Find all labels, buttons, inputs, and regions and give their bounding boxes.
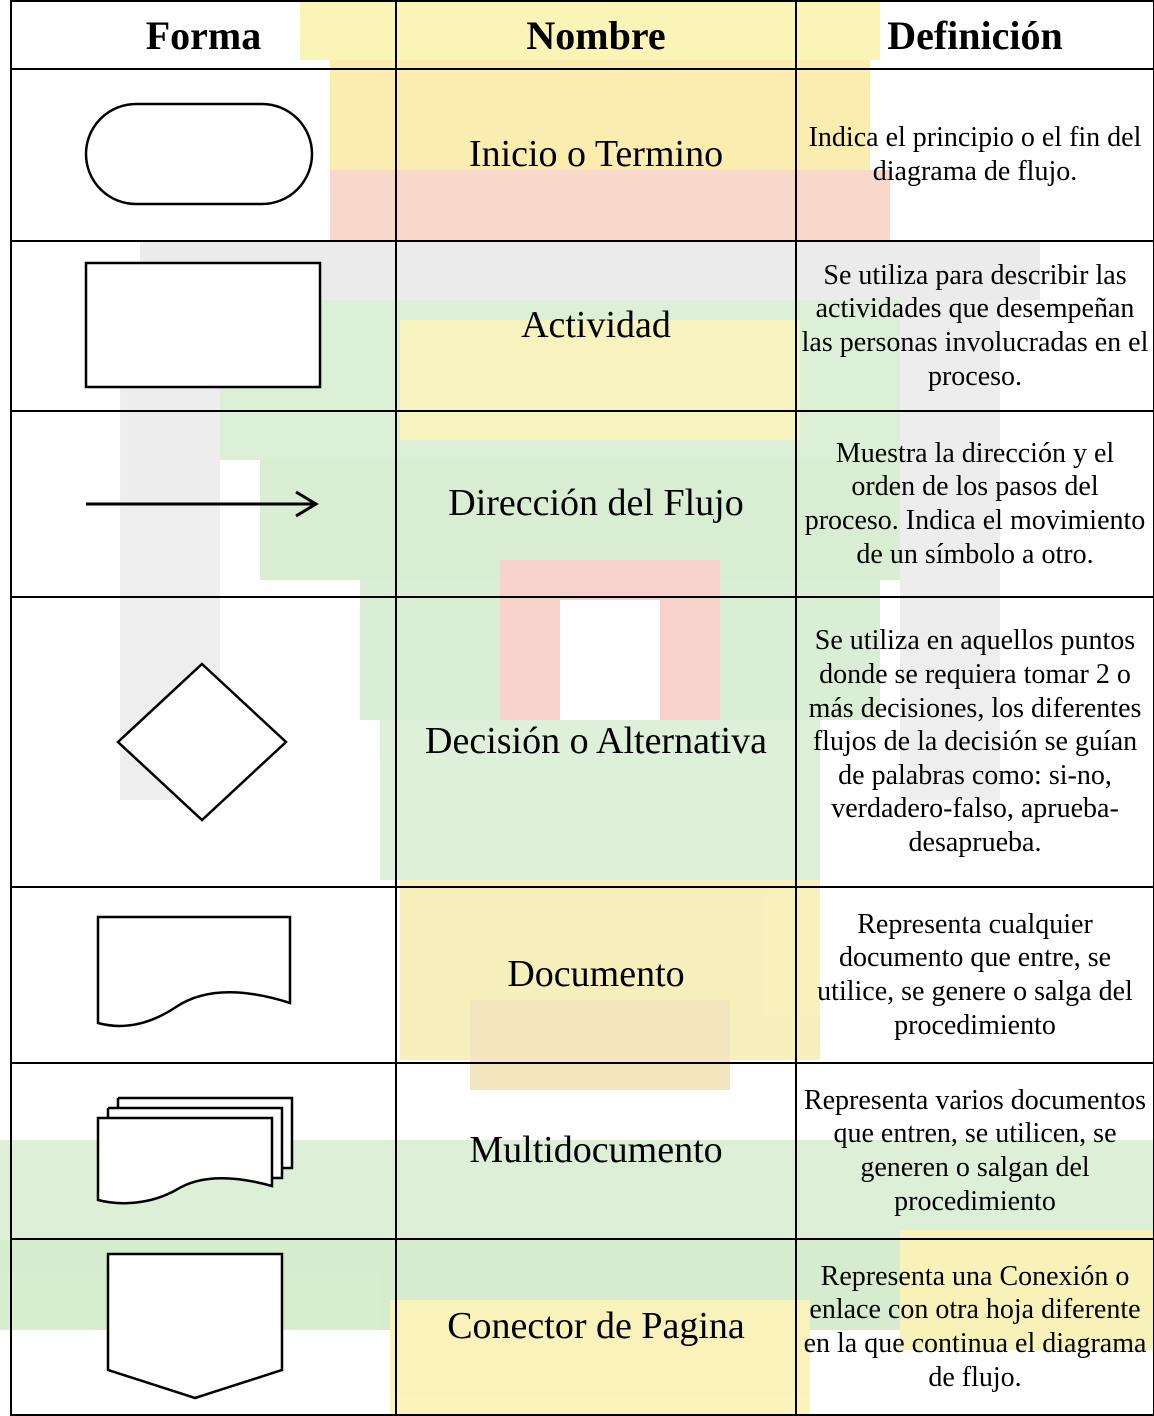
symbol-definition: Se utiliza para describir las actividade… [795, 240, 1154, 412]
table-row: Conector de Pagina Representa una Conexi… [10, 1238, 1154, 1416]
symbol-definition: Muestra la dirección y el orden de los p… [795, 410, 1154, 598]
table-row: Decisión o Alternativa Se utiliza en aqu… [10, 596, 1154, 888]
shape-cell [10, 886, 397, 1064]
table-row: Documento Representa cualquier documento… [10, 886, 1154, 1064]
symbol-name: Conector de Pagina [395, 1238, 797, 1416]
shape-cell [10, 1062, 397, 1240]
diamond-icon [116, 662, 288, 822]
table-header-row: Forma Nombre Definición [10, 0, 1154, 70]
column-header-forma: Forma [10, 0, 397, 70]
table-row: Dirección del Flujo Muestra la dirección… [10, 410, 1154, 598]
symbol-name: Multidocumento [395, 1062, 797, 1240]
column-header-definicion: Definición [795, 0, 1154, 70]
terminal-oval-icon [84, 102, 313, 206]
symbol-definition: Representa varios documentos que entren,… [795, 1062, 1154, 1240]
symbol-definition: Representa una Conexión o enlace con otr… [795, 1238, 1154, 1416]
multidocument-icon [96, 1096, 294, 1205]
symbol-definition: Indica el principio o el fin del diagram… [795, 68, 1154, 242]
shape-cell [10, 410, 397, 598]
symbol-name: Actividad [395, 240, 797, 412]
symbol-name: Inicio o Termino [395, 68, 797, 242]
document-icon [96, 915, 292, 1028]
flowchart-symbols-table: Forma Nombre Definición Inicio o Termino… [10, 0, 1154, 1416]
column-header-nombre: Nombre [395, 0, 797, 70]
table-row: Multidocumento Representa varios documen… [10, 1062, 1154, 1240]
symbol-name: Documento [395, 886, 797, 1064]
shape-cell [10, 240, 397, 412]
off-page-connector-icon [106, 1252, 284, 1400]
arrow-right-icon [85, 490, 319, 518]
table-row: Actividad Se utiliza para describir las … [10, 240, 1154, 412]
shape-cell [10, 596, 397, 888]
rectangle-icon [84, 261, 321, 389]
symbol-name: Dirección del Flujo [395, 410, 797, 598]
symbol-definition: Representa cualquier documento que entre… [795, 886, 1154, 1064]
symbol-name: Decisión o Alternativa [395, 596, 797, 888]
symbol-definition: Se utiliza en aquellos puntos donde se r… [795, 596, 1154, 888]
table-row: Inicio o Termino Indica el principio o e… [10, 68, 1154, 242]
shape-cell [10, 1238, 397, 1416]
shape-cell [10, 68, 397, 242]
